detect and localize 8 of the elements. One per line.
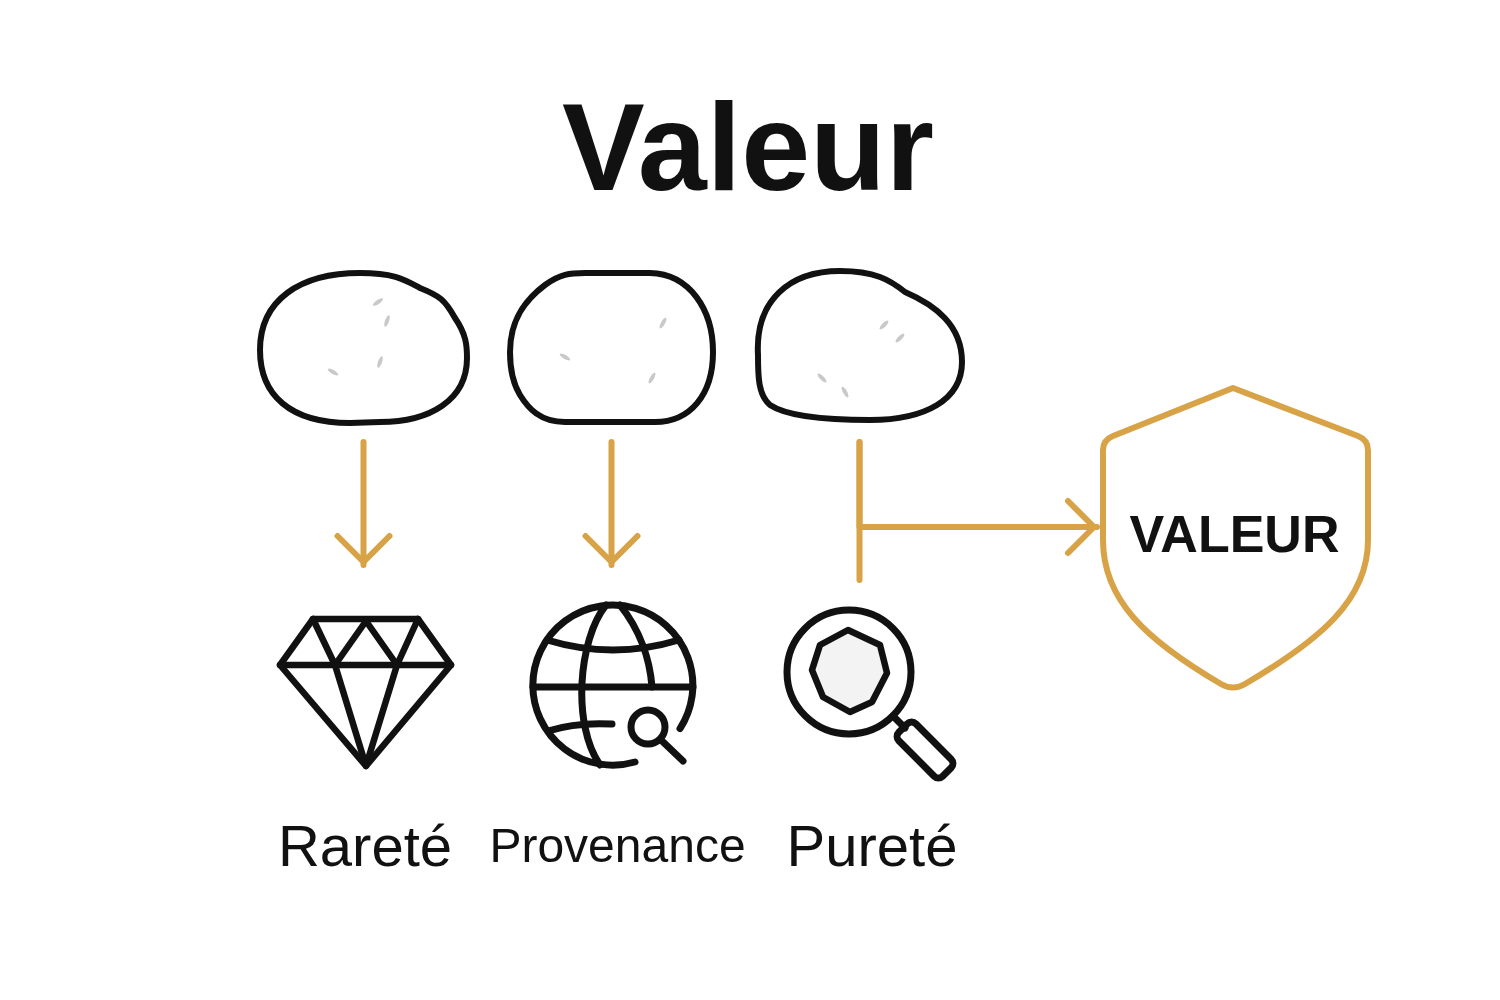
arrow [582, 439, 641, 568]
arrow [334, 439, 393, 568]
title: Valeur [561, 77, 935, 218]
connector-line [856, 439, 863, 583]
node-label: Pureté [786, 813, 958, 880]
node-label: VALEUR [1129, 505, 1340, 565]
node-label: Provenance [489, 818, 746, 874]
node-label: Rareté [277, 813, 453, 880]
